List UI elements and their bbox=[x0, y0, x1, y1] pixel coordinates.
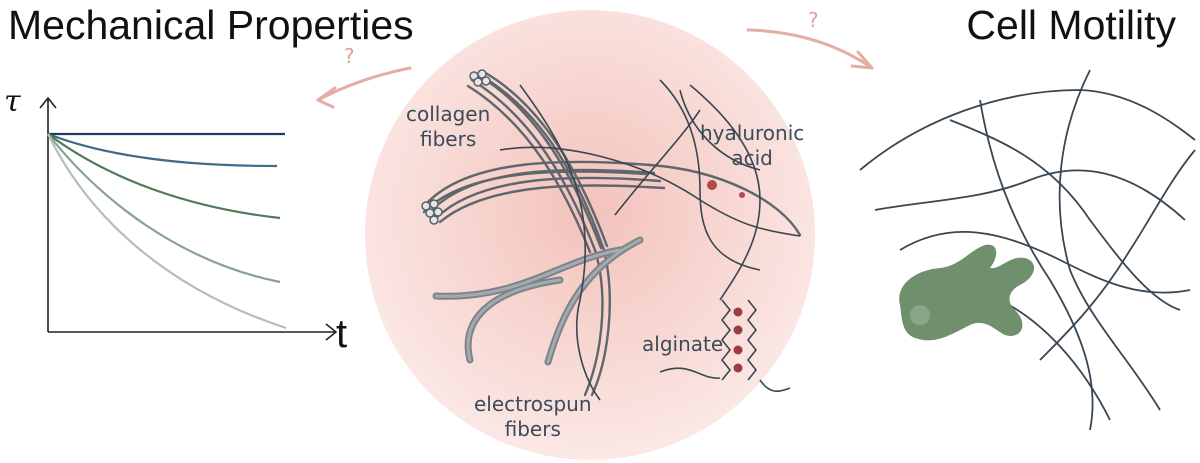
collagen-label-line1: collagen bbox=[406, 102, 491, 126]
hyaluronic-chain bbox=[679, 89, 761, 171]
x-axis-label: t bbox=[336, 312, 348, 356]
cell-motility-title: Cell Motility bbox=[966, 2, 1176, 48]
alginate-crosslinks bbox=[733, 307, 743, 373]
curve-2 bbox=[47, 132, 278, 168]
arrow-to-motility bbox=[746, 28, 874, 70]
alginate-label: alginate bbox=[642, 332, 724, 356]
hyaluronic-label: hyaluronic acid bbox=[700, 121, 804, 171]
y-axis-arrowhead bbox=[39, 96, 57, 109]
relaxation-chart bbox=[39, 96, 338, 341]
collagen-bundle-ends bbox=[421, 69, 491, 225]
fiber-network bbox=[859, 69, 1196, 431]
mechanical-properties-title: Mechanical Properties bbox=[8, 2, 414, 48]
x-axis-arrowhead bbox=[325, 323, 338, 341]
alginate-chains bbox=[659, 299, 791, 392]
electrospun-label: electrospun fibers bbox=[474, 392, 592, 442]
curve-4 bbox=[47, 133, 281, 284]
hyaluronic-label-line2: acid bbox=[731, 146, 773, 170]
collagen-label-line2: fibers bbox=[420, 127, 477, 151]
electrospun-label-line2: fibers bbox=[504, 417, 561, 441]
collagen-bundle-lower bbox=[422, 160, 802, 237]
curve-3 bbox=[47, 133, 281, 220]
cell-nucleus bbox=[910, 305, 930, 325]
arrow-to-mechanics bbox=[316, 66, 412, 109]
question-mark-right: ? bbox=[808, 8, 819, 32]
hyaluronic-label-line1: hyaluronic bbox=[700, 121, 805, 145]
question-mark-left: ? bbox=[344, 44, 355, 68]
curve-5 bbox=[47, 133, 287, 330]
motile-cell bbox=[899, 244, 1035, 341]
hyaluronic-marks bbox=[707, 180, 745, 198]
collagen-label: collagen fibers bbox=[406, 102, 490, 152]
y-axis-label: τ bbox=[4, 84, 21, 119]
electrospun-label-line1: electrospun bbox=[474, 392, 592, 416]
